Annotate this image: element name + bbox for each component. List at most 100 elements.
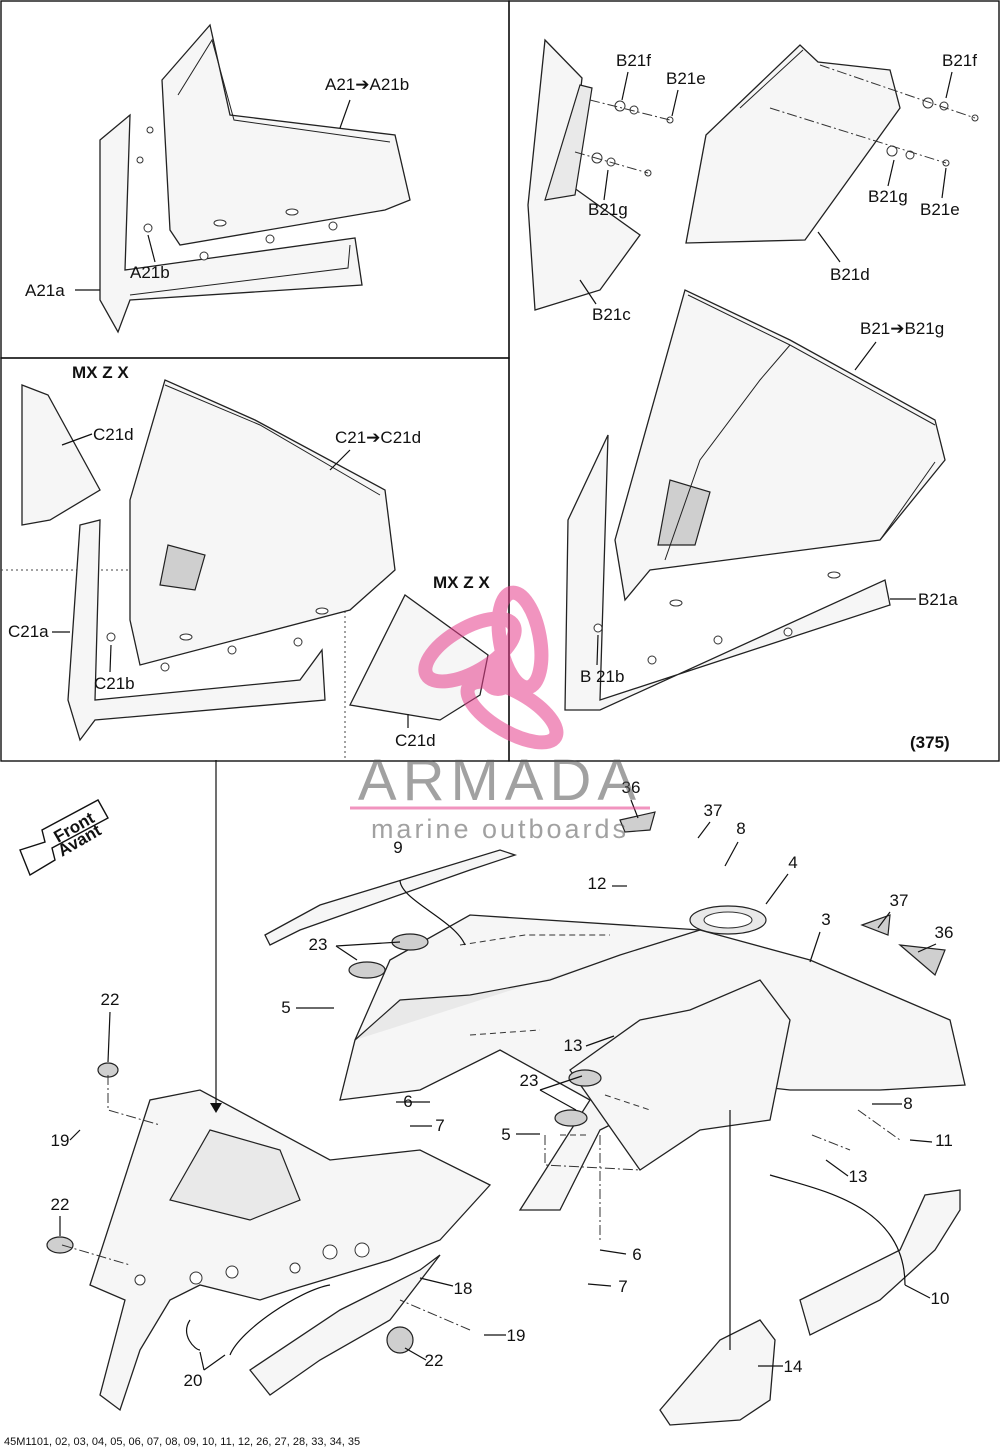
panel-b-label: B21g — [868, 187, 908, 206]
armada-watermark: ARMADA marine outboards — [350, 585, 650, 844]
leader-line — [404, 1347, 427, 1361]
panel-b-label: B21c — [592, 305, 631, 324]
panel-b-label: B21d — [830, 265, 870, 284]
callout-number: 13 — [564, 1036, 583, 1055]
panel-b-windshield — [527, 38, 979, 711]
leader-line — [809, 931, 821, 963]
callout-number: 22 — [51, 1195, 70, 1214]
panel-b-label: B21f — [616, 51, 651, 70]
callout-number: 23 — [520, 1071, 539, 1090]
panel-b-label: B21e — [666, 69, 706, 88]
panel-b-label: B21f — [942, 51, 977, 70]
leader-line — [945, 71, 953, 99]
footer-code: 45M1101, 02, 03, 04, 05, 06, 07, 08, 09,… — [4, 1436, 360, 1448]
leader-line — [539, 1075, 583, 1111]
panel-a-label: A21a — [25, 281, 65, 300]
callout-number: 12 — [588, 874, 607, 893]
callout-number: 36 — [622, 778, 641, 797]
callout-number: 18 — [454, 1279, 473, 1298]
leader-line — [585, 1035, 615, 1047]
callout-number: 5 — [501, 1125, 510, 1144]
leader-line — [587, 1283, 612, 1287]
callout-number: 19 — [51, 1131, 70, 1150]
leader-line — [329, 449, 351, 471]
panel-a-label: A21➔A21b — [325, 75, 409, 94]
leader-line — [603, 169, 609, 201]
callout-number: 23 — [309, 935, 328, 954]
callout-number: 36 — [935, 923, 954, 942]
leader-line — [765, 873, 789, 905]
callout-number: 6 — [403, 1092, 412, 1111]
leader-line — [621, 71, 629, 101]
leader-line — [61, 433, 93, 446]
panel-a-windshield — [99, 23, 411, 334]
callout-number: 3 — [821, 910, 830, 929]
callout-number: 22 — [101, 990, 120, 1009]
leader-line — [109, 644, 112, 673]
front-arrow: Front Avant — [19, 799, 109, 877]
leader-line — [941, 167, 947, 199]
callout-number: 14 — [784, 1357, 803, 1376]
leader-line — [917, 943, 937, 953]
propeller-logo — [418, 585, 564, 750]
callout-number: 37 — [704, 801, 723, 820]
panel-b-label: B21a — [918, 590, 958, 609]
leader-line — [904, 1284, 931, 1299]
callout-number: 11 — [935, 1131, 953, 1150]
callout-number: 7 — [435, 1116, 444, 1135]
panel-c-windshield — [21, 379, 489, 742]
panel-b-label: B 21b — [580, 667, 624, 686]
panel-c-label: C21➔C21d — [335, 428, 421, 447]
leader-line — [335, 941, 401, 961]
callout-number: 4 — [788, 853, 797, 872]
leader-line — [817, 231, 841, 263]
panel-b-label: B21e — [920, 200, 960, 219]
leader-line — [877, 911, 891, 929]
leader-lines — [52, 71, 953, 1371]
leader-line — [671, 89, 679, 117]
callout-number: 19 — [507, 1326, 526, 1345]
callout-number: 7 — [618, 1277, 627, 1296]
panel-c-label: C21d — [93, 425, 134, 444]
callout-number: 5 — [281, 998, 290, 1017]
callout-number: 20 — [184, 1371, 203, 1390]
panel-c-label: C21a — [8, 622, 49, 641]
panel-c-label: C21b — [94, 674, 135, 693]
leader-line — [579, 279, 597, 305]
leader-line — [599, 1249, 627, 1255]
panel-a-label: A21b — [130, 263, 170, 282]
watermark-brand: ARMADA — [358, 748, 642, 813]
leader-line — [147, 234, 156, 263]
panel-b-model-code: (375) — [910, 733, 950, 752]
callout-number: 10 — [931, 1289, 950, 1308]
callout-number: 8 — [903, 1094, 912, 1113]
leader-line — [107, 1011, 111, 1063]
leader-line — [339, 99, 351, 129]
leader-line — [697, 821, 711, 839]
panel-c-inset-label: C21d — [395, 731, 436, 750]
leader-line — [724, 841, 739, 867]
callout-number: 9 — [393, 838, 402, 857]
leader-line — [887, 159, 895, 187]
callout-number: 6 — [632, 1245, 641, 1264]
callout-number: 37 — [890, 891, 909, 910]
callout-number: 22 — [425, 1351, 444, 1370]
leader-line — [854, 341, 877, 371]
panel-c-inset-model-label: MX Z X — [433, 573, 490, 592]
callout-number: 8 — [736, 819, 745, 838]
leader-line — [596, 634, 599, 666]
panel-b-label: B21g — [588, 200, 628, 219]
leader-line — [199, 1351, 226, 1371]
callout-number: 13 — [849, 1167, 868, 1186]
watermark-tagline: marine outboards — [371, 814, 629, 844]
panel-c-model-label: MX Z X — [72, 363, 129, 382]
callout-labels: A21➔A21bA21bA21aB21fB21eB21gB21cB21fB21g… — [8, 51, 977, 1390]
leader-line — [825, 1159, 849, 1177]
panel-frames — [0, 0, 1000, 762]
panel-b-label: B21➔B21g — [860, 319, 944, 338]
leader-line — [909, 1139, 933, 1143]
lower-assembly — [46, 760, 966, 1426]
leader-line — [419, 1277, 454, 1287]
